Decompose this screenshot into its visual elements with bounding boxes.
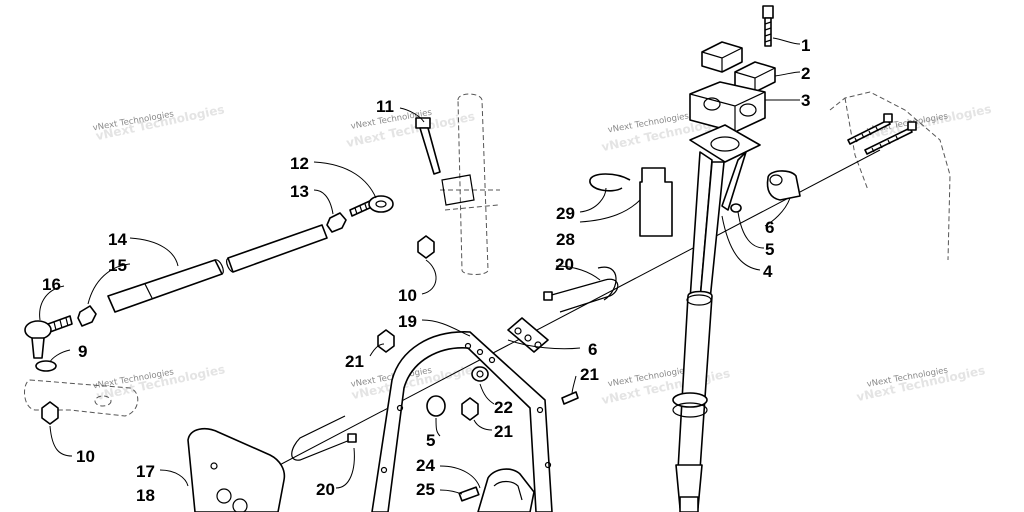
bolt-part-1 [762,5,774,47]
retaining-ring-part-29 [589,173,631,192]
hood-bolts [847,113,917,155]
pad-part-28 [639,167,673,237]
hose-part-20-upper [543,266,619,313]
callout-18: 18 [136,486,155,505]
callout-28: 28 [556,230,575,249]
nut-part-10-upper [417,235,435,259]
clamp-block-part-3 [689,81,766,133]
washer-part-5-upper [730,203,742,213]
callout-20-upper: 20 [555,255,574,274]
callout-19: 19 [398,312,417,331]
callout-21-right: 21 [580,365,599,384]
bushing-part-22 [471,366,489,382]
grommet-part-5-lower [426,395,446,417]
callout-10-lower: 10 [76,447,95,466]
callout-13: 13 [290,182,309,201]
callout-12: 12 [290,154,309,173]
callout-17: 17 [136,462,155,481]
bracket-part-24 [477,468,535,512]
callout-4: 4 [763,262,773,281]
watermark-group: vNext Technologies vNext Technologies vN… [92,102,993,407]
steering-post-part-4 [672,124,761,512]
callout-22: 22 [494,398,513,417]
washer-part-9 [35,360,57,372]
callout-11: 11 [376,97,394,116]
callout-3: 3 [801,91,810,110]
callout-24: 24 [416,456,435,475]
assembly-centerline [269,149,881,471]
panel-part-17 [187,427,286,512]
callout-21-center: 21 [494,422,513,441]
bearing-block-part-6-middle [507,317,549,353]
pitman-arm-outline [24,379,139,417]
callout-20-lower: 20 [316,480,335,499]
leader-lines [39,37,801,495]
hood-outline [829,91,951,261]
clamp-cap-part-2 [701,41,776,93]
callout-29: 29 [556,204,575,223]
jam-nut-part-13 [326,212,347,233]
tie-rod-end-part-16 [24,315,73,359]
callout-6-middle: 6 [588,340,597,359]
callout-5-upper: 5 [765,240,774,259]
fitting-part-21-right [561,391,579,405]
callout-10-upper: 10 [398,286,417,305]
callout-16: 16 [42,275,61,294]
bolt-part-25 [458,486,480,502]
steering-frame-part-19 [371,331,553,512]
fitting-part-21-center [461,397,479,421]
bolt-part-11 [415,117,441,175]
callout-9: 9 [78,342,87,361]
callout-2: 2 [801,64,810,83]
fitting-part-21-left [377,329,395,353]
hose-part-20-lower [291,415,357,461]
tie-rod-end-part-12 [349,195,394,217]
callout-15: 15 [108,256,127,275]
bearing-block-part-6-upper [766,170,801,201]
jam-nut-part-15 [77,305,97,327]
tie-rod-part-14 [107,224,328,313]
callout-14: 14 [108,230,127,249]
nut-part-10-lower [41,401,59,425]
callout-1: 1 [801,36,810,55]
handlebar-post-outline [440,93,500,275]
callout-labels: 1 2 3 4 5 6 5 6 9 10 10 11 12 13 14 15 1… [42,36,810,505]
callout-21-left: 21 [345,352,364,371]
callout-5-lower: 5 [426,431,435,450]
callout-6-upper: 6 [765,218,774,237]
callout-25: 25 [416,480,435,499]
